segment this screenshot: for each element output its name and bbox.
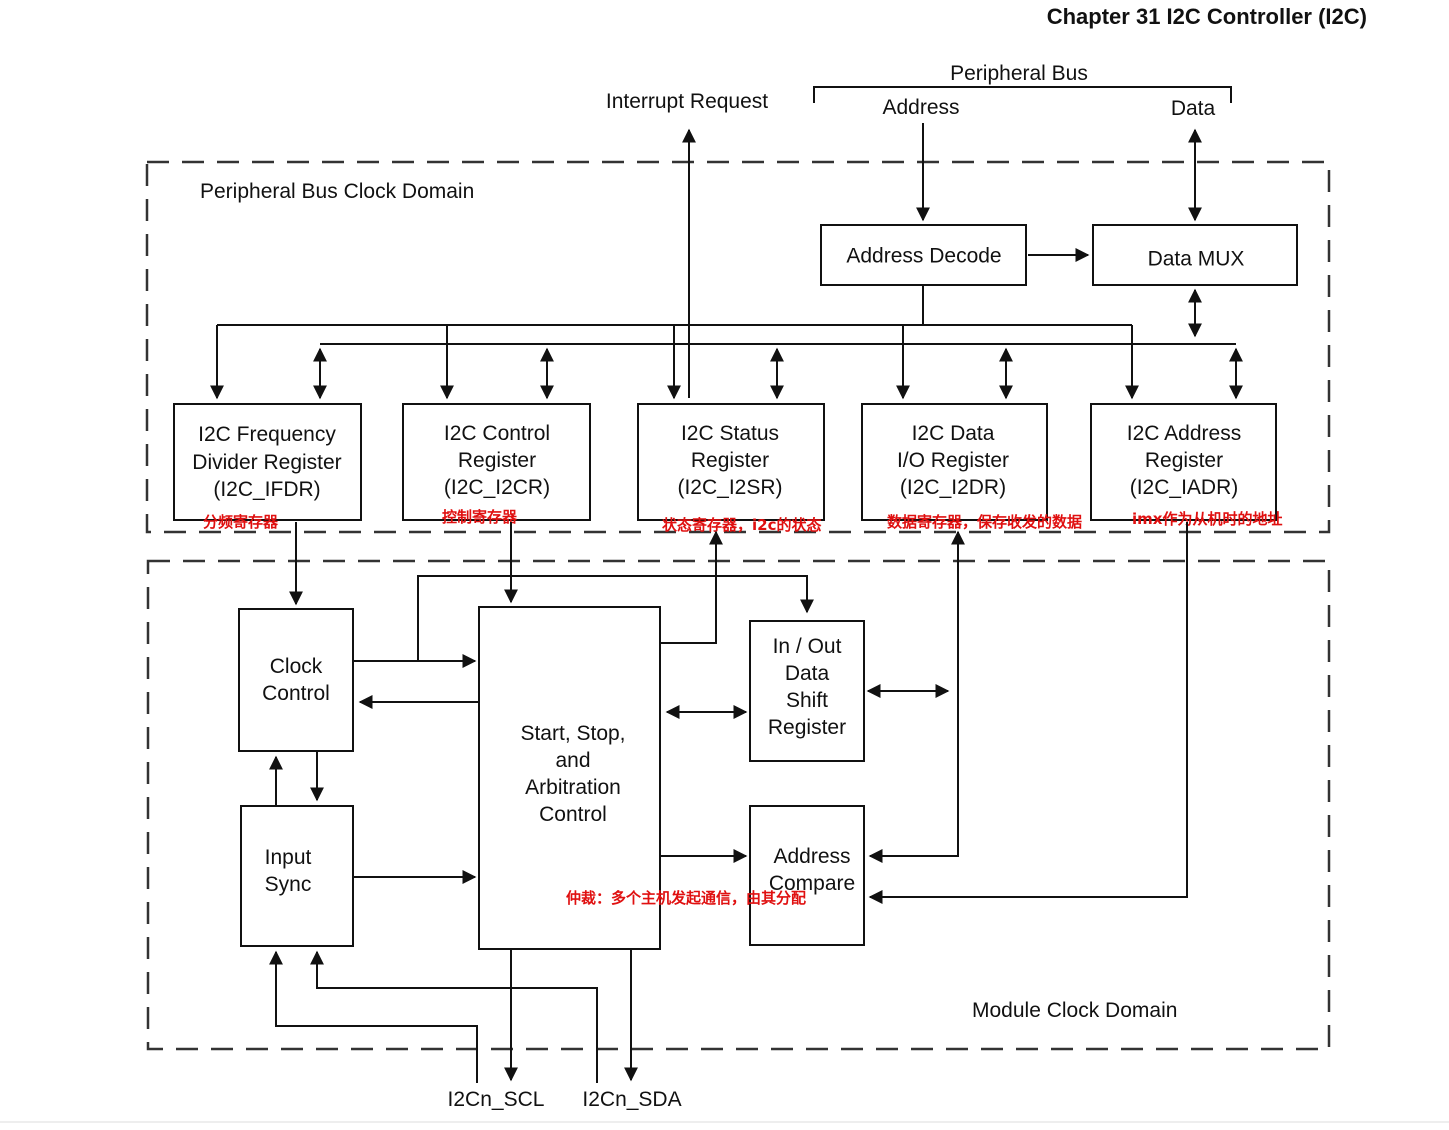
i2sr-label-line1: I2C Status	[681, 422, 779, 445]
i2dr-label-line2: I/O Register	[897, 449, 1009, 472]
shift-register-block	[749, 620, 865, 762]
arbitration-label-line3: Arbitration	[525, 776, 621, 799]
arbitration-label-line2: and	[555, 749, 590, 772]
address-compare-block	[749, 805, 865, 946]
sda-to-sync-arrow	[310, 950, 598, 1083]
i2sr-label-line3: (I2C_I2SR)	[677, 476, 782, 499]
iadr-to-compare-arrow	[868, 522, 1188, 904]
peripheral-bus-label: Peripheral Bus	[950, 62, 1088, 85]
scl-to-sync-arrow	[269, 950, 478, 1083]
i2dr-register-block	[861, 403, 1048, 521]
shift-register-label-line1: In / Out	[773, 635, 842, 658]
iadr-label-line3: (I2C_IADR)	[1130, 476, 1239, 499]
page-header-title: Chapter 31 I2C Controller (I2C)	[1047, 4, 1367, 29]
module-clock-domain-label: Module Clock Domain	[972, 999, 1177, 1022]
ifdr-label-line1: I2C Frequency	[198, 423, 336, 446]
address-compare-label-line1: Address	[773, 845, 850, 868]
arbitration-to-i2sr-arrow	[660, 530, 723, 644]
ifdr-annotation: 分频寄存器	[203, 513, 279, 531]
arbitration-annotation: 仲裁：多个主机发起通信，由其分配	[566, 889, 806, 907]
clock-control-block	[238, 608, 354, 752]
ifdr-register-block	[173, 403, 362, 521]
i2cr-annotation: 控制寄存器	[442, 508, 518, 526]
arbitration-control-block	[478, 606, 661, 950]
address-decode-label: Address Decode	[846, 245, 1001, 268]
i2cr-label-line1: I2C Control	[444, 422, 550, 445]
peripheral-bus-clock-domain	[145, 160, 1331, 534]
i2dr-to-compare-arrow	[868, 691, 959, 863]
i2sr-register-block	[637, 403, 825, 521]
peripheral-bus-bracket	[813, 86, 1232, 103]
i2dr-label-line1: I2C Data	[912, 422, 995, 445]
data-mux-label: Data MUX	[1148, 248, 1245, 271]
arbitration-label-line1: Start, Stop,	[520, 722, 625, 745]
clock-control-label-line2: Control	[262, 682, 330, 705]
iadr-register-block	[1090, 403, 1277, 521]
interrupt-request-label: Interrupt Request	[606, 90, 768, 113]
data-bus-label: Data	[1171, 97, 1216, 120]
iadr-label-line1: I2C Address	[1127, 422, 1241, 445]
i2sr-annotation: 状态寄存器，i2c的状态	[662, 516, 821, 534]
iadr-label-line2: Register	[1145, 449, 1223, 472]
ifdr-label-line3: (I2C_IFDR)	[213, 478, 320, 501]
module-clock-domain	[146, 559, 1331, 1051]
clock-to-shift-arrow	[417, 575, 814, 661]
i2cr-label-line3: (I2C_I2CR)	[444, 476, 550, 499]
input-sync-label-line1: Input	[265, 846, 312, 869]
i2dr-label-line3: (I2C_I2DR)	[900, 476, 1006, 499]
arbitration-label-line4: Control	[539, 803, 607, 826]
peripheral-bus-clock-domain-label: Peripheral Bus Clock Domain	[200, 180, 474, 203]
i2dr-annotation: 数据寄存器，保存收发的数据	[887, 513, 1082, 531]
clock-control-label-line1: Clock	[270, 655, 323, 678]
i2cr-label-line2: Register	[458, 449, 536, 472]
shift-register-label-line3: Shift	[786, 689, 828, 712]
address-bus-label: Address	[882, 96, 959, 119]
address-compare-label-line2: Compare	[769, 872, 855, 895]
iadr-annotation: imx作为从机时的地址	[1132, 510, 1282, 528]
input-sync-label-line2: Sync	[265, 873, 312, 896]
address-decode-block	[820, 224, 1027, 286]
input-sync-block	[240, 805, 354, 947]
shift-register-label-line4: Register	[768, 716, 846, 739]
sda-pin-label: I2Cn_SDA	[582, 1088, 681, 1111]
scl-pin-label: I2Cn_SCL	[448, 1088, 545, 1111]
ifdr-label-line2: Divider Register	[192, 451, 341, 474]
i2cr-register-block	[402, 403, 591, 521]
data-mux-block	[1092, 224, 1298, 286]
shift-register-label-line2: Data	[785, 662, 830, 685]
i2sr-label-line2: Register	[691, 449, 769, 472]
